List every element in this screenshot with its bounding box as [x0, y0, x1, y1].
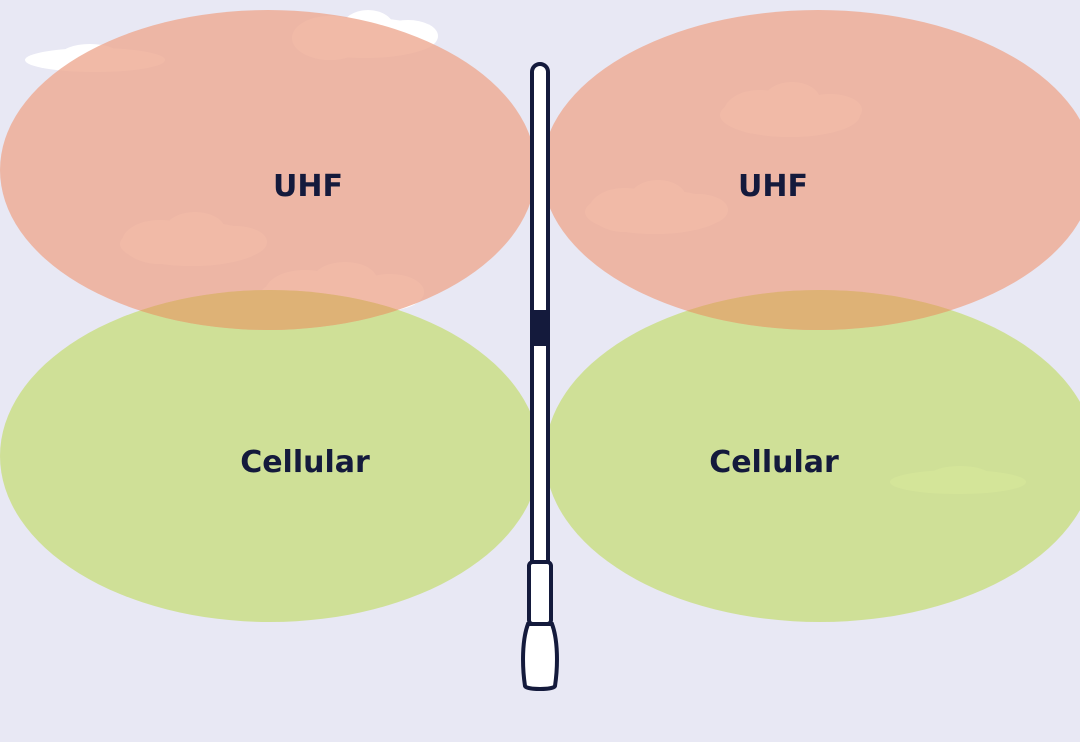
cellular-lobe-right: [545, 290, 1080, 622]
antenna-collar: [527, 560, 553, 626]
cellular-label-right: Cellular: [709, 445, 839, 480]
cellular-lobe-left: [0, 290, 540, 622]
uhf-lobe-left: [0, 10, 536, 330]
antenna-base: [521, 622, 559, 691]
uhf-lobe-right: [542, 10, 1080, 330]
uhf-label-left: UHF: [273, 169, 343, 204]
cellular-label-left: Cellular: [240, 445, 370, 480]
antenna-upper-segment: [530, 62, 550, 320]
antenna-coil: [530, 310, 550, 348]
whip-antenna-icon: [521, 62, 559, 691]
antenna-lower-segment: [530, 342, 550, 566]
uhf-label-right: UHF: [738, 169, 808, 204]
